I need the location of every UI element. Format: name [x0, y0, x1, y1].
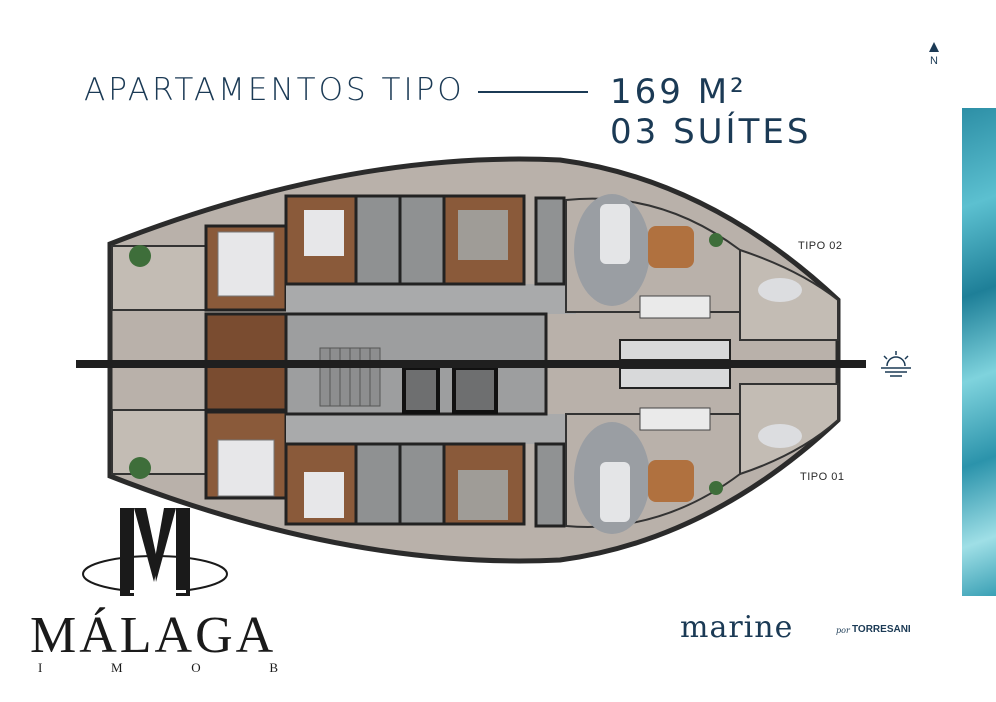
bath-top-1: [354, 194, 402, 286]
sunrise-icon: [881, 351, 911, 377]
bed-suite-top-1: [304, 210, 344, 256]
kitchen-island-top: [639, 295, 711, 319]
plant-2: [129, 457, 151, 479]
laundry-top: [534, 196, 566, 286]
laundry-bottom: [534, 442, 566, 528]
agency-subtitle: I M O B: [38, 660, 278, 676]
stairs: [319, 347, 381, 407]
sofa-bottom: [600, 462, 630, 522]
elevator-1: [402, 366, 440, 414]
agency-subtitle-letter: O: [191, 660, 201, 675]
unit-area: 169 M²: [610, 72, 747, 112]
kitchen-counter-top: [619, 339, 731, 361]
corridor-top: [286, 284, 576, 314]
brand-developer: TORRESANI: [852, 624, 911, 635]
bed-suite-top-2: [458, 210, 508, 260]
unit-label-tipo-02: TIPO 02: [798, 240, 843, 252]
bed-suite-bottom-2: [458, 470, 508, 520]
plant-4: [709, 481, 723, 495]
agency-name: MÁLAGA: [30, 607, 277, 664]
agency-subtitle-letter: B: [269, 660, 278, 675]
kitchen-counter-bottom: [619, 367, 731, 389]
sea-image-strip: [962, 108, 996, 596]
brand-por: por: [836, 626, 850, 635]
bed-top-left: [217, 231, 275, 297]
unit-specs: 169 M² 03 SUÍTES: [610, 72, 811, 152]
page-title: APARTAMENTOS TIPO: [84, 72, 465, 108]
sofa-top: [600, 204, 630, 264]
unit-label-tipo-01: TIPO 01: [800, 471, 845, 483]
party-wall: [76, 360, 866, 368]
agency-subtitle-letter: M: [111, 660, 123, 675]
bed-bottom-left: [217, 439, 275, 497]
corridor-bottom: [286, 414, 576, 444]
left-balcony-top: [111, 245, 208, 311]
lounge-chair-bottom: [758, 424, 802, 448]
elevator-2: [452, 366, 498, 414]
dining-table-bottom: [648, 460, 694, 502]
kitchen-island-bottom: [639, 407, 711, 431]
north-compass: N: [926, 42, 942, 67]
lounge-chair-top: [758, 278, 802, 302]
bed-suite-bottom-1: [304, 472, 344, 518]
north-label: N: [930, 55, 938, 67]
agency-logo-mark: [82, 508, 228, 596]
unit-suites: 03 SUÍTES: [610, 112, 812, 152]
bath-bottom-1: [354, 442, 402, 526]
brand-logo-marine: marine: [680, 610, 794, 645]
left-balcony-bottom: [111, 409, 208, 475]
title-divider: [478, 91, 588, 93]
agency-subtitle-letter: I: [38, 660, 43, 675]
bath-top-2: [398, 194, 446, 286]
dining-table-top: [648, 226, 694, 268]
plant-1: [129, 245, 151, 267]
bath-bottom-2: [398, 442, 446, 526]
plant-3: [709, 233, 723, 247]
north-arrow-icon: [929, 42, 939, 52]
